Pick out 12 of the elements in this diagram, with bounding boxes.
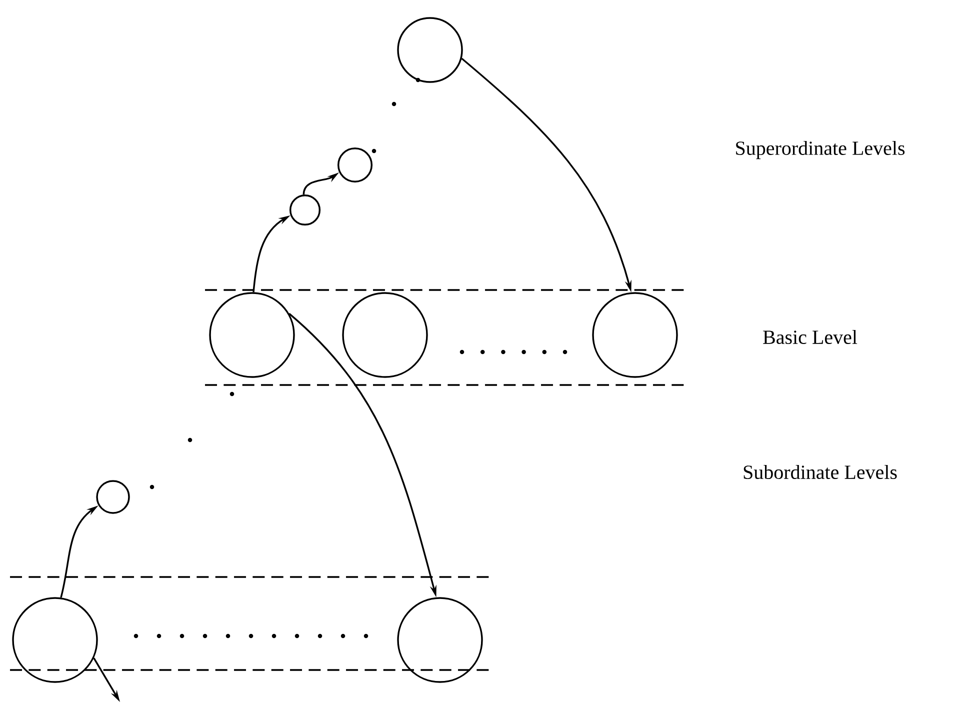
circle-node [397, 597, 483, 683]
circle-node [592, 292, 678, 378]
level-label: Superordinate Levels [736, 140, 905, 160]
circle-node [209, 292, 295, 378]
circle-node [342, 292, 428, 378]
circle-node [96, 480, 130, 514]
circle-node [289, 194, 321, 226]
level-label: Subordinate Levels [744, 464, 897, 480]
level-label: Basic Level [763, 330, 858, 344]
circle-node [397, 17, 463, 83]
circle-node [337, 147, 373, 183]
circle-node [12, 597, 98, 683]
